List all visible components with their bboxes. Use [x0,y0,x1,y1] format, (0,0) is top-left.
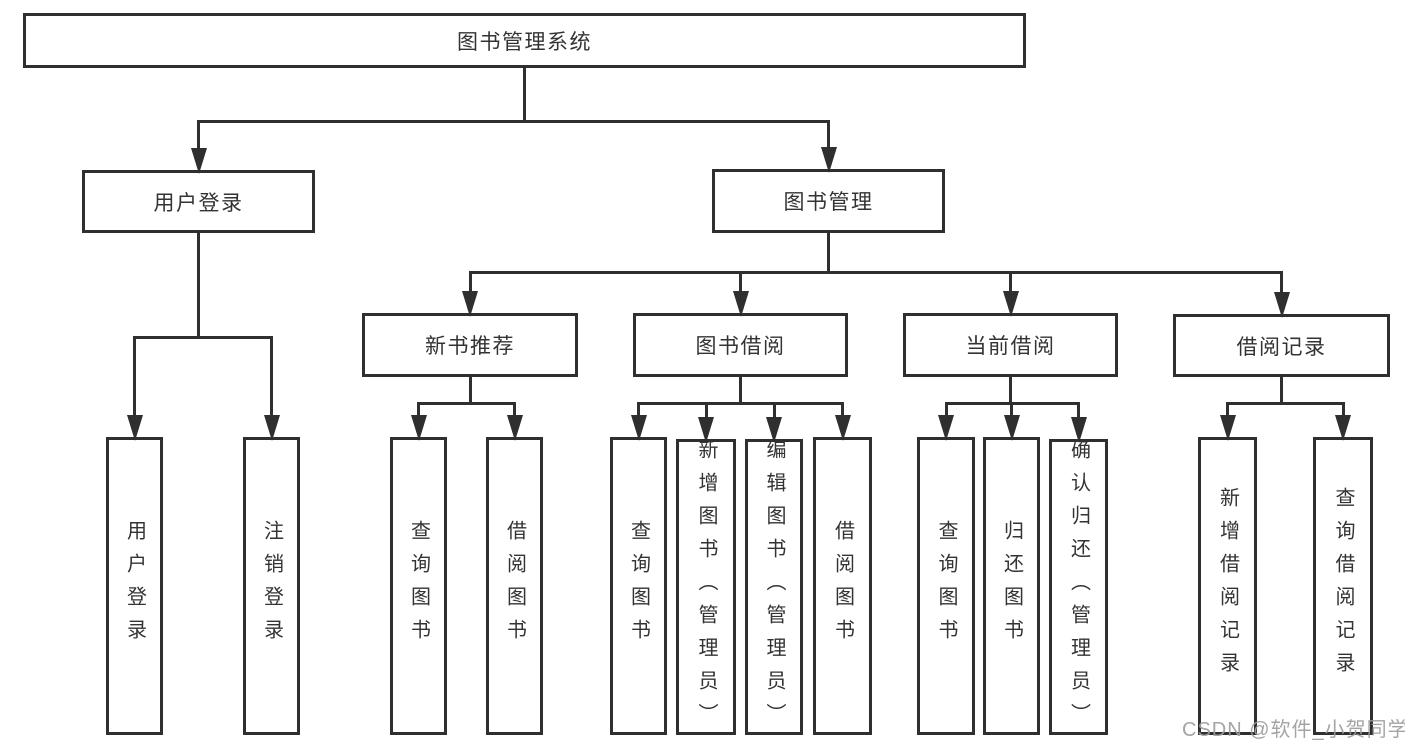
node-current-borrow: 当前借阅 [903,313,1118,377]
connector-line [468,377,472,402]
node-label: 查询借阅记录 [1332,487,1354,685]
node-label: 借阅记录 [1236,335,1327,359]
connector-line [197,120,200,150]
node-confirm-return-admin: 确认归还（管理员） [1049,438,1108,736]
connector-line [1280,377,1283,402]
node-label: 注销登录 [260,520,283,652]
connector-line [197,120,830,123]
connector-line [417,402,516,405]
connector-line [637,402,640,417]
connector-line [704,402,708,419]
node-return-books: 归还图书 [983,437,1040,735]
node-label: 借阅图书 [831,520,854,652]
connector-line [417,402,420,417]
connector-line [739,377,742,402]
connector-line [1077,402,1080,419]
node-logout: 注销登录 [243,437,300,735]
arrowhead-down-icon [462,291,478,317]
connector-line [841,402,844,417]
node-label: 图书管理系统 [457,30,592,54]
connector-line [197,233,200,336]
connector-line [133,336,136,417]
node-label: 新书推荐 [425,335,515,358]
node-book-borrow: 图书借阅 [633,313,848,377]
node-user-login: 用户登录 [82,170,315,233]
arrowhead-down-icon [1273,292,1290,318]
arrowhead-down-icon [263,415,280,441]
node-query-borrow-record: 查询借阅记录 [1313,437,1373,735]
node-borrow-books: 借阅图书 [813,437,872,735]
arrowhead-down-icon [766,417,782,443]
node-add-books-admin: 新增图书（管理员） [676,438,736,736]
node-add-borrow-record: 新增借阅记录 [1198,437,1257,735]
node-label: 查询图书 [407,520,430,652]
connector-line [1280,271,1283,294]
node-label: 查询图书 [627,520,650,652]
node-borrow-books-new: 借阅图书 [486,437,543,735]
csdn-watermark: CSDN @软件_小贺同学 [1182,719,1405,741]
arrowhead-down-icon [834,415,851,441]
connector-line [270,336,273,417]
connector-line [772,402,776,419]
arrowhead-down-icon [1002,291,1019,317]
node-label: 借阅图书 [503,520,526,652]
connector-line [1009,377,1012,402]
arrowhead-down-icon [190,148,207,174]
connector-line [133,336,273,339]
connector-line [827,233,830,271]
connector-line [523,68,526,120]
node-label: 用户登录 [123,520,146,652]
node-new-book-rec: 新书推荐 [362,313,578,377]
arrowhead-down-icon [698,417,714,443]
connector-line [637,402,844,405]
arrowhead-down-icon [820,147,837,173]
connector-line [468,271,1283,274]
node-query-books-borrow: 查询图书 [610,437,667,735]
node-label: 编辑图书（管理员） [763,438,785,736]
arrowhead-down-icon [126,415,143,441]
connector-line [944,402,948,417]
node-label: 新增借阅记录 [1216,487,1239,685]
node-label: 查询图书 [935,520,957,652]
connector-line [1341,402,1345,417]
connector-line [513,402,516,417]
connector-line [1009,271,1012,293]
node-query-books-current: 查询图书 [917,437,975,735]
node-book-mgmt: 图书管理 [712,169,945,233]
node-query-books-new: 查询图书 [390,437,447,735]
arrowhead-down-icon [506,415,523,441]
arrowhead-down-icon [1335,415,1351,441]
arrowhead-down-icon [1219,415,1236,441]
node-label: 确认归还（管理员） [1067,438,1090,736]
node-borrow-records: 借阅记录 [1173,314,1390,377]
connector-line [1010,402,1013,417]
connector-line [739,271,742,293]
node-edit-books-admin: 编辑图书（管理员） [745,438,803,736]
node-label: 新增图书（管理员） [695,438,717,736]
node-label: 图书借阅 [695,335,786,358]
node-label: 当前借阅 [965,335,1056,358]
node-label: 归还图书 [1000,520,1023,652]
arrowhead-down-icon [1070,417,1087,443]
connector-line [1226,402,1345,405]
arrowhead-down-icon [938,415,954,441]
node-label: 图书管理 [783,191,874,214]
arrowhead-down-icon [1003,415,1020,441]
connector-line [827,120,830,149]
node-user-login-action: 用户登录 [106,437,163,735]
node-label: 用户登录 [153,191,244,215]
arrowhead-down-icon [410,415,427,441]
connector-line [1226,402,1229,417]
node-system: 图书管理系统 [23,13,1026,68]
arrowhead-down-icon [630,415,647,441]
arrowhead-down-icon [732,291,749,317]
connector-line [468,271,472,293]
